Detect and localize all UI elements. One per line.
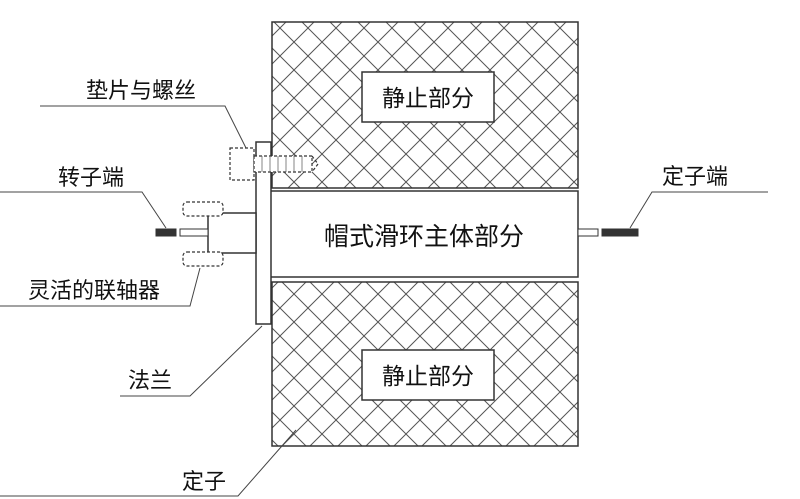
coupling-bolt-bottom	[182, 251, 224, 267]
leader-coupling	[0, 267, 201, 307]
screw-assembly	[229, 147, 319, 181]
coupling-bolt-top	[182, 201, 224, 217]
bottom-static-label: 静止部分	[382, 364, 474, 390]
top-static-label-box	[361, 71, 495, 123]
label-stator: 定子	[182, 470, 226, 495]
leader-washer-screw	[40, 105, 247, 149]
main-body-block	[269, 190, 579, 278]
leader-flange	[120, 325, 263, 397]
leader-stator-end	[629, 191, 768, 229]
leader-rotor-end	[0, 191, 167, 229]
bottom-static-label-box	[361, 349, 495, 401]
screw-shank	[253, 155, 313, 173]
leader-stator	[0, 429, 297, 497]
label-flexible-coupling: 灵活的联轴器	[28, 279, 160, 304]
label-washer-screw: 垫片与螺丝	[86, 79, 196, 104]
label-flange: 法兰	[128, 369, 172, 394]
label-rotor-end: 转子端	[58, 166, 124, 191]
top-static-label: 静止部分	[382, 86, 474, 112]
label-stator-end: 定子端	[662, 165, 728, 190]
main-body-label: 帽式滑环主体部分	[324, 222, 524, 251]
coupling-assembly	[182, 201, 257, 267]
screw-head	[229, 147, 255, 181]
coupling-body	[207, 212, 257, 254]
stator-shaft	[577, 228, 639, 237]
rotor-shaft	[155, 228, 209, 237]
